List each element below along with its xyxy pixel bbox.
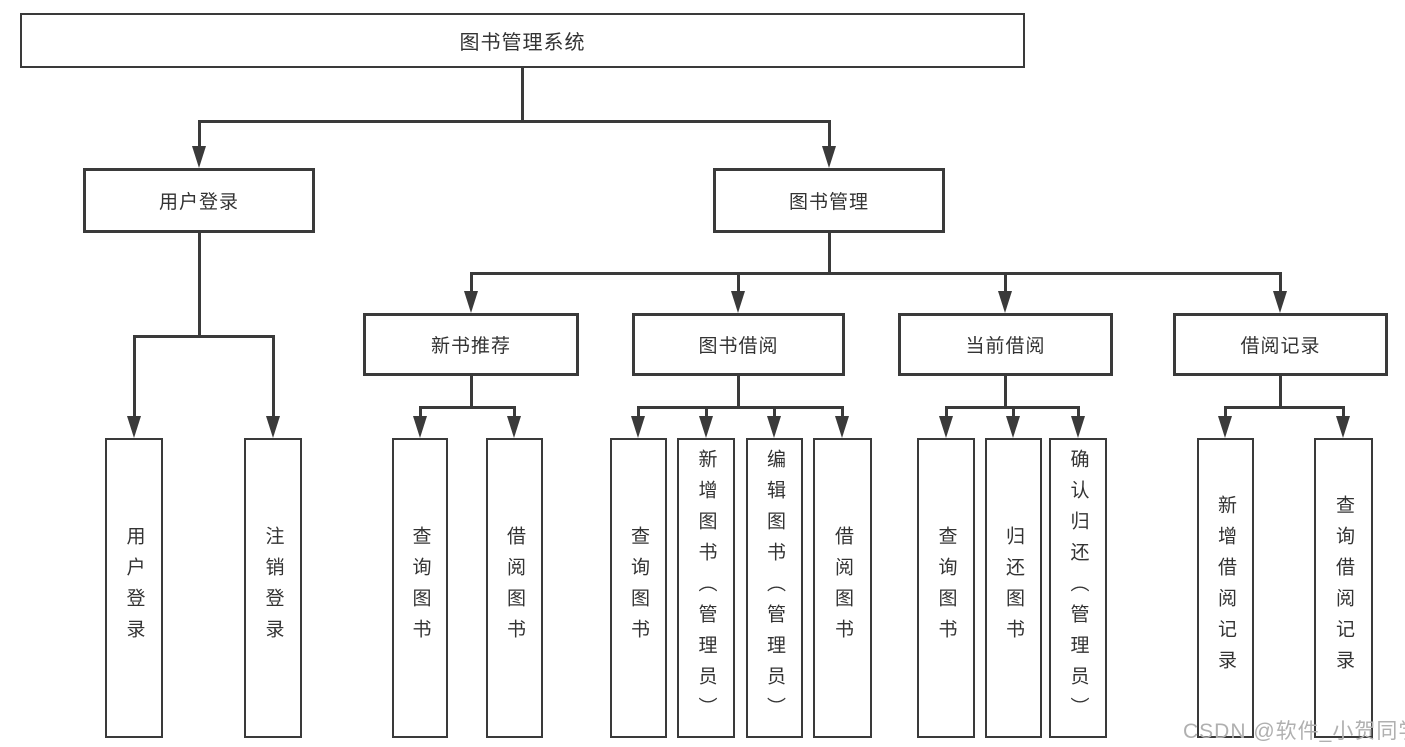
arrowhead-down-icon xyxy=(1006,416,1020,438)
leaf-records-add-record: 新增借阅记录 xyxy=(1197,438,1254,738)
arrowhead-down-icon xyxy=(939,416,953,438)
connector-shaft xyxy=(1342,406,1345,419)
node-borrowing-records: 借阅记录 xyxy=(1173,313,1388,376)
arrowhead-down-icon xyxy=(192,146,206,168)
node-root: 图书管理系统 xyxy=(20,13,1025,68)
connector-userlogin-drop xyxy=(198,233,201,337)
connector-shaft xyxy=(945,406,948,419)
arrowhead-down-icon xyxy=(835,416,849,438)
leaf-current-query-books: 查询图书 xyxy=(917,438,975,738)
node-book-borrowing: 图书借阅 xyxy=(632,313,845,376)
arrowhead-down-icon xyxy=(507,416,521,438)
arrowhead-down-icon xyxy=(767,416,781,438)
connector-shaft xyxy=(773,406,776,419)
node-user-login: 用户登录 xyxy=(83,168,315,233)
connector-shaft xyxy=(513,406,516,419)
connector-shaft xyxy=(1224,406,1227,419)
arrowhead-down-icon xyxy=(699,416,713,438)
node-current-borrowing: 当前借阅 xyxy=(898,313,1113,376)
connector-shaft xyxy=(705,406,708,419)
connector-shaft xyxy=(1279,272,1282,294)
leaf-borrowing-borrow-books: 借阅图书 xyxy=(813,438,872,738)
connector-shaft xyxy=(419,406,422,419)
connector-shaft xyxy=(1077,406,1080,419)
connector-newbooks-drop xyxy=(470,376,473,408)
connector-shaft xyxy=(470,272,473,294)
arrowhead-down-icon xyxy=(631,416,645,438)
leaf-newbooks-borrow-books: 借阅图书 xyxy=(486,438,543,738)
arrowhead-down-icon xyxy=(1336,416,1350,438)
node-new-book-recommend: 新书推荐 xyxy=(363,313,579,376)
connector-newbooks-split xyxy=(419,406,516,409)
arrowhead-down-icon xyxy=(998,291,1012,313)
leaf-current-return-books: 归还图书 xyxy=(985,438,1042,738)
connector-shaft xyxy=(1004,272,1007,294)
connector-level1-split xyxy=(198,120,831,123)
leaf-records-query-record: 查询借阅记录 xyxy=(1314,438,1373,738)
connector-borrowing-split xyxy=(637,406,844,409)
connector-records-drop xyxy=(1279,376,1282,408)
arrowhead-down-icon xyxy=(413,416,427,438)
arrowhead-down-icon xyxy=(1218,416,1232,438)
connector-shaft xyxy=(637,406,640,419)
leaf-borrowing-query-books: 查询图书 xyxy=(610,438,667,738)
leaf-logout: 注销登录 xyxy=(244,438,302,738)
connector-records-split xyxy=(1224,406,1345,409)
connector-shaft xyxy=(828,120,831,148)
leaf-current-confirm-return-admin: 确认归还（管理员） xyxy=(1049,438,1107,738)
connector-level2-split xyxy=(470,272,1282,275)
connector-shaft xyxy=(133,335,136,419)
connector-borrowing-drop xyxy=(737,376,740,408)
arrowhead-down-icon xyxy=(127,416,141,438)
connector-shaft xyxy=(272,335,275,419)
connector-shaft xyxy=(1012,406,1015,419)
node-book-management: 图书管理 xyxy=(713,168,945,233)
connector-shaft xyxy=(198,120,201,148)
leaf-borrowing-add-books-admin: 新增图书（管理员） xyxy=(677,438,735,738)
watermark: CSDN @软件_小贺同学 xyxy=(1183,720,1405,743)
leaf-borrowing-edit-books-admin: 编辑图书（管理员） xyxy=(746,438,803,738)
connector-bookmgmt-drop xyxy=(828,233,831,275)
arrowhead-down-icon xyxy=(464,291,478,313)
arrowhead-down-icon xyxy=(822,146,836,168)
connector-userlogin-split xyxy=(133,335,275,338)
arrowhead-down-icon xyxy=(266,416,280,438)
arrowhead-down-icon xyxy=(731,291,745,313)
connector-shaft xyxy=(841,406,844,419)
arrowhead-down-icon xyxy=(1273,291,1287,313)
leaf-user-login: 用户登录 xyxy=(105,438,163,738)
leaf-newbooks-query-books: 查询图书 xyxy=(392,438,448,738)
arrowhead-down-icon xyxy=(1071,416,1085,438)
connector-root-drop xyxy=(521,68,524,122)
connector-current-drop xyxy=(1004,376,1007,408)
connector-shaft xyxy=(737,272,740,294)
